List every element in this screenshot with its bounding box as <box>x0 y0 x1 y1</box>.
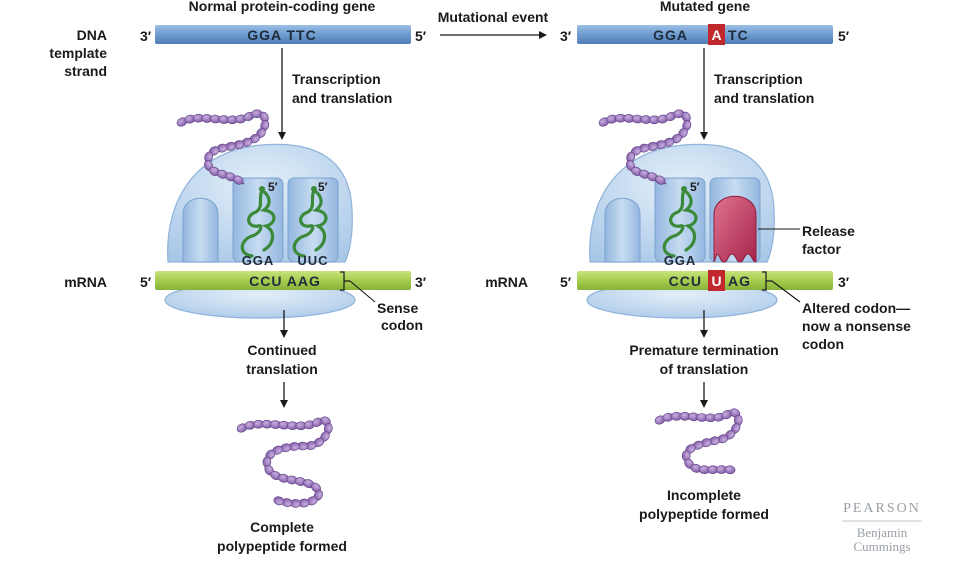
sense-codon-label: Sense codon <box>377 300 423 333</box>
svg-text:codon: codon <box>381 317 423 333</box>
svg-text:PEARSON: PEARSON <box>843 501 921 516</box>
amino-acid-bead <box>724 465 736 475</box>
mutated-anticodon-1: GGA <box>664 253 697 268</box>
mutated-dna-suffix: TC <box>728 27 749 43</box>
svg-text:Continued: Continued <box>247 342 316 358</box>
publisher-logo: PEARSON Benjamin Cummings <box>842 501 922 554</box>
svg-text:5′: 5′ <box>838 28 850 44</box>
nonsense-codon-label: Altered codon— now a nonsense codon <box>802 300 911 352</box>
release-factor-label: Release factor <box>802 223 855 257</box>
svg-text:template: template <box>49 45 107 61</box>
mrna-mutation-box <box>708 270 725 291</box>
normal-transcription-label: Transcription and translation <box>292 71 392 106</box>
mutated-trna-1: 5′ <box>662 180 700 258</box>
normal-gene-title: Normal protein-coding gene <box>189 0 376 14</box>
release-factor <box>713 195 757 263</box>
nonsense-codon-bracket <box>762 271 772 291</box>
mrna-bar <box>577 271 833 290</box>
normal-dna-sequence: GGA TTC <box>247 27 316 43</box>
premature-termination-label: Premature termination of translation <box>629 342 778 377</box>
svg-text:Complete: Complete <box>250 519 314 535</box>
svg-text:5′: 5′ <box>318 180 328 194</box>
svg-text:5′: 5′ <box>140 274 152 290</box>
normal-mrna-codon-1: CCU AAG <box>249 273 321 289</box>
nonsense-codon-leader <box>771 280 801 303</box>
mutated-mrna-base: U <box>711 273 721 289</box>
dna-template-strand-label: DNA template strand <box>49 27 107 79</box>
svg-text:3′: 3′ <box>560 28 572 44</box>
dna-bar <box>155 25 411 44</box>
mrna-bar <box>155 271 411 290</box>
svg-text:5′: 5′ <box>560 274 572 290</box>
mutated-dna-prefix: GGA <box>653 27 688 43</box>
continued-translation-label: Continued translation <box>246 342 318 377</box>
mutated-mrna-suffix: AG <box>728 273 751 289</box>
svg-text:Cummings: Cummings <box>853 539 910 554</box>
dna-bar <box>577 25 833 44</box>
mutated-dna-base: A <box>711 27 721 43</box>
mutational-event-title: Mutational event <box>438 9 549 25</box>
svg-text:strand: strand <box>64 63 107 79</box>
svg-text:and translation: and translation <box>714 90 814 106</box>
normal-anticodon-2: UUC <box>297 253 328 268</box>
mutated-transcription-label: Transcription and translation <box>714 71 814 106</box>
amino-acid-bead <box>233 175 244 185</box>
complete-polypeptide <box>236 416 333 508</box>
mutated-mrna-prefix: CCU <box>669 273 702 289</box>
svg-text:Transcription: Transcription <box>714 71 803 87</box>
svg-text:polypeptide formed: polypeptide formed <box>639 506 769 522</box>
svg-text:3′: 3′ <box>838 274 850 290</box>
mutated-mrna-strand: 5′ CCU U AG 3′ <box>560 270 850 291</box>
normal-mrna-strand: 5′ CCU AAG 3′ <box>140 271 427 290</box>
svg-text:codon: codon <box>802 336 844 352</box>
svg-text:DNA: DNA <box>77 27 107 43</box>
normal-trna-2: 5′ <box>292 180 328 258</box>
svg-text:now a nonsense: now a nonsense <box>802 318 911 334</box>
normal-growing-polypeptide <box>176 109 270 185</box>
mutated-gene-title: Mutated gene <box>660 0 750 14</box>
incomplete-polypeptide <box>654 408 743 475</box>
svg-text:factor: factor <box>802 241 841 257</box>
complete-polypeptide-label: Complete polypeptide formed <box>217 519 347 554</box>
svg-text:3′: 3′ <box>140 28 152 44</box>
normal-anticodon-1: GGA <box>242 253 275 268</box>
svg-text:polypeptide formed: polypeptide formed <box>217 538 347 554</box>
svg-text:Release: Release <box>802 223 855 239</box>
svg-text:Benjamin: Benjamin <box>857 525 908 540</box>
svg-text:of translation: of translation <box>660 361 749 377</box>
svg-text:Incomplete: Incomplete <box>667 487 741 503</box>
svg-text:5′: 5′ <box>268 180 278 194</box>
mrna-label-right: mRNA <box>485 274 528 290</box>
svg-text:and translation: and translation <box>292 90 392 106</box>
svg-text:Transcription: Transcription <box>292 71 381 87</box>
normal-dna-strand: 3′ GGA TTC 5′ <box>140 25 427 44</box>
amino-acid-bead <box>273 496 285 506</box>
sense-codon-bracket <box>340 271 350 291</box>
svg-text:Altered codon—: Altered codon— <box>802 300 910 316</box>
incomplete-polypeptide-label: Incomplete polypeptide formed <box>639 487 769 522</box>
mrna-label-left: mRNA <box>64 274 107 290</box>
mutated-growing-polypeptide <box>598 109 692 185</box>
amino-acid-bead <box>655 175 666 185</box>
svg-text:3′: 3′ <box>415 274 427 290</box>
svg-text:Sense: Sense <box>377 300 418 316</box>
svg-text:5′: 5′ <box>690 180 700 194</box>
dna-mutation-box <box>708 24 725 45</box>
sense-codon-leader <box>349 280 376 303</box>
normal-trna-1: 5′ <box>240 180 278 258</box>
svg-text:Premature termination: Premature termination <box>629 342 778 358</box>
svg-text:translation: translation <box>246 361 318 377</box>
mutated-dna-strand: 3′ GGA A TC 5′ <box>560 24 850 45</box>
svg-text:5′: 5′ <box>415 28 427 44</box>
